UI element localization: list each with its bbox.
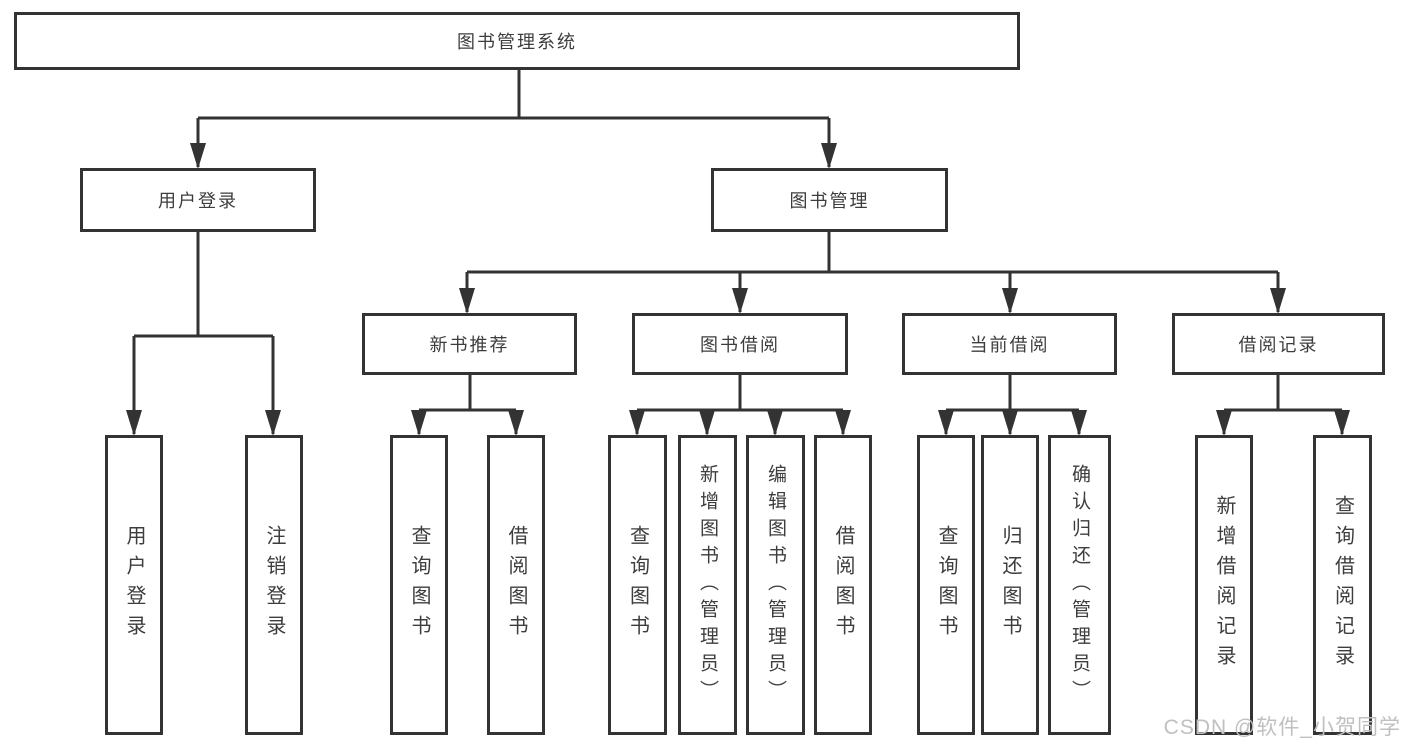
node-label: 查询图书	[935, 525, 957, 645]
node-label: 当前借阅	[969, 335, 1050, 355]
arrow-drops	[126, 118, 1350, 436]
node-confirm-return-admin: 确认归还（管理员）	[1048, 435, 1111, 735]
node-label: 编辑图书（管理员）	[765, 463, 786, 707]
node-return-books: 归还图书	[981, 435, 1039, 735]
node-query-borrow-record: 查询借阅记录	[1313, 435, 1372, 735]
node-label: 图书管理	[789, 191, 870, 211]
node-book-borrow: 图书借阅	[632, 313, 848, 375]
node-root: 图书管理系统	[14, 12, 1020, 70]
node-user-login-leaf: 用户登录	[105, 435, 163, 735]
node-label: 新增借阅记录	[1213, 495, 1235, 675]
node-label: 借阅图书	[832, 525, 854, 645]
node-borrow-records: 借阅记录	[1172, 313, 1385, 375]
node-book-management: 图书管理	[711, 168, 948, 232]
node-current-borrow: 当前借阅	[902, 313, 1117, 375]
node-label: 图书管理系统	[457, 32, 577, 52]
node-label: 注销登录	[263, 525, 285, 645]
node-edit-books-admin: 编辑图书（管理员）	[746, 435, 805, 735]
watermark: CSDN @软件_小贺同学	[1163, 716, 1401, 739]
node-label: 新增图书（管理员）	[697, 463, 718, 707]
node-logout: 注销登录	[245, 435, 303, 735]
node-query-books-2: 查询图书	[608, 435, 667, 735]
node-borrow-books-2: 借阅图书	[814, 435, 872, 735]
node-query-books-3: 查询图书	[917, 435, 975, 735]
node-label: 用户登录	[123, 525, 145, 645]
node-user-login: 用户登录	[80, 168, 316, 232]
node-new-book-recommend: 新书推荐	[362, 313, 577, 375]
node-query-books-1: 查询图书	[390, 435, 448, 735]
node-label: 查询图书	[408, 525, 430, 645]
node-label: 新书推荐	[429, 335, 510, 355]
node-add-borrow-record: 新增借阅记录	[1195, 435, 1253, 735]
node-label: 图书借阅	[700, 335, 780, 355]
branch-rails	[134, 70, 1342, 412]
node-borrow-books-1: 借阅图书	[487, 435, 545, 735]
node-label: 查询图书	[626, 525, 649, 645]
node-label: 用户登录	[158, 191, 238, 211]
node-label: 借阅记录	[1238, 335, 1319, 355]
node-label: 查询借阅记录	[1331, 495, 1354, 675]
node-label: 归还图书	[999, 525, 1021, 645]
node-add-books-admin: 新增图书（管理员）	[678, 435, 737, 735]
node-label: 借阅图书	[505, 525, 527, 645]
node-label: 确认归还（管理员）	[1069, 463, 1090, 707]
